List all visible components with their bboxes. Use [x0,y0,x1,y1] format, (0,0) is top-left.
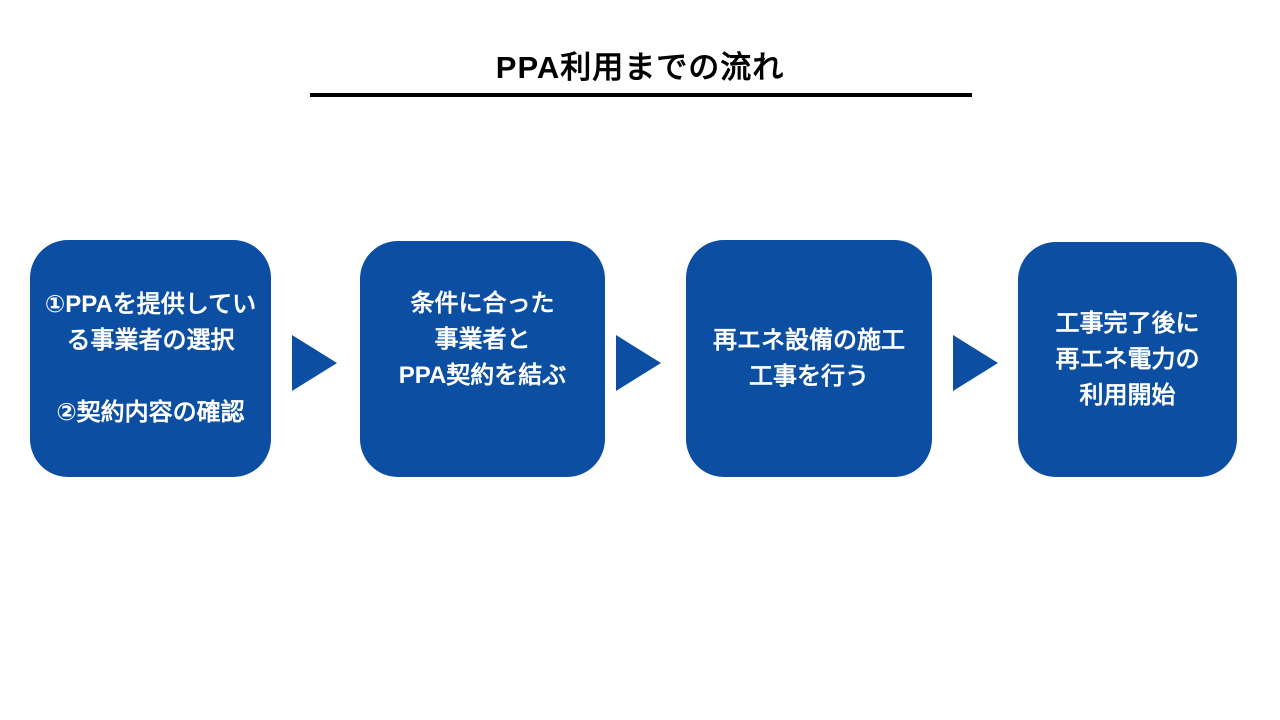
arrow-right-icon [616,335,661,391]
title-underline [310,93,972,97]
flow-step-3: 再エネ設備の施工 工事を行う [686,240,932,477]
flow-step-3-text: 再エネ設備の施工 工事を行う [713,326,905,390]
flow-step-2-text: 条件に合った 事業者と PPA契約を結ぶ [398,290,567,389]
flow-step-2: 条件に合った 事業者と PPA契約を結ぶ [360,241,605,477]
page-title: PPA利用までの流れ [495,50,785,85]
arrow-right-icon [953,335,998,391]
flow-step-4-text: 工事完了後に 再エネ電力の 利用開始 [1055,309,1200,409]
arrow-right-icon [292,335,337,391]
flow-step-1-text: ①PPAを提供してい る事業者の選択 ②契約内容の確認 [44,290,257,426]
flow-step-4: 工事完了後に 再エネ電力の 利用開始 [1018,242,1237,477]
flow-step-1: ①PPAを提供してい る事業者の選択 ②契約内容の確認 [30,240,271,477]
